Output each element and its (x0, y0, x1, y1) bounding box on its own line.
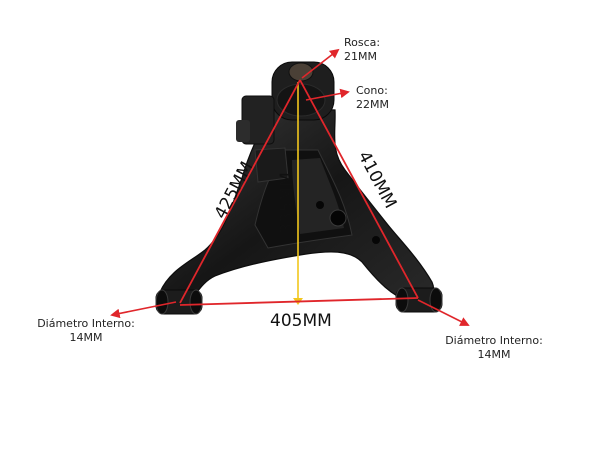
bolt-hole (316, 201, 324, 209)
thread-value: 21MM (344, 50, 377, 63)
cone-value: 22MM (356, 98, 389, 111)
rear-bracket (254, 147, 289, 183)
thread-arrow (301, 48, 340, 79)
left-bushing-label: Diámetro Interno: 14MM (30, 317, 142, 345)
base-dimension: 405MM (270, 311, 332, 331)
thread-title: Rosca: (344, 36, 381, 49)
left-arm-line (179, 79, 301, 304)
right-arm-line (299, 79, 419, 299)
right-bushing-arrow (417, 299, 470, 326)
right-bushing-value: 14MM (477, 348, 511, 361)
cone-title: Cono: (356, 84, 388, 97)
right-bushing-label: Diámetro Interno: 14MM (438, 334, 550, 362)
left-bushing-value: 14MM (69, 331, 103, 344)
left-bushing-title: Diámetro Interno: (37, 317, 135, 330)
bracket-tab (236, 120, 250, 142)
left-bushing-arrow (110, 301, 177, 319)
right-bushing-title: Diámetro Interno: (445, 334, 543, 347)
bolt-hole (372, 236, 380, 244)
bolt-hole (329, 209, 347, 227)
cone-label: Cono: 22MM (356, 84, 389, 112)
ball-joint-boot (276, 83, 326, 117)
control-arm-part (155, 61, 443, 315)
cone-arrow (305, 88, 350, 101)
thread-label: Rosca: 21MM (344, 36, 380, 64)
height-dimension: 335MM (277, 172, 297, 234)
measurement-lines (110, 48, 470, 326)
left-bushing (155, 289, 203, 315)
base-line (179, 297, 419, 306)
